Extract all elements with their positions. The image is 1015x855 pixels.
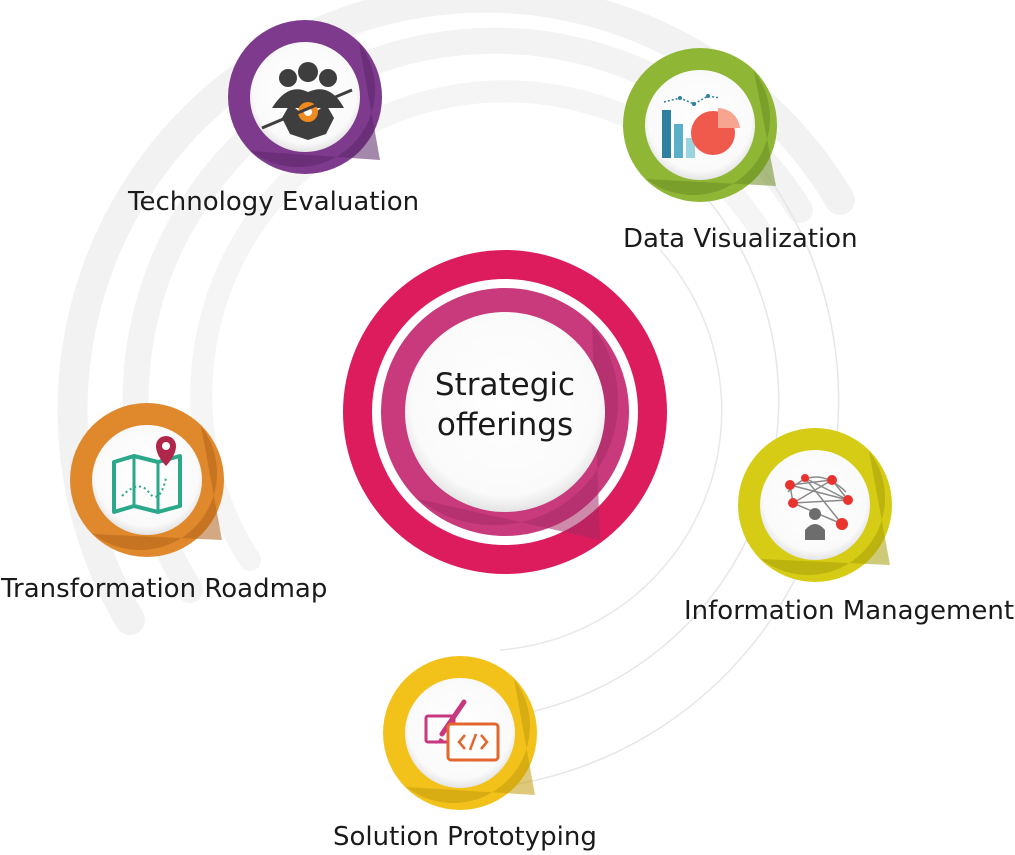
node-solution-prototyping xyxy=(383,656,537,810)
node-technology-evaluation xyxy=(228,20,382,174)
label-information-management: Information Management xyxy=(684,596,1015,626)
people-gear-icon xyxy=(261,62,353,140)
center-title: Strategic offerings xyxy=(405,365,605,445)
center-title-line2: offerings xyxy=(436,407,574,443)
node-data-visualization xyxy=(623,48,777,202)
code-pencil-icon xyxy=(424,699,500,762)
label-data-visualization: Data Visualization xyxy=(623,224,858,254)
bar-pie-chart-icon xyxy=(662,94,740,158)
node-information-management xyxy=(738,428,892,582)
map-pin-icon xyxy=(112,436,182,514)
center-hub xyxy=(343,250,667,574)
center-title-line1: Strategic xyxy=(434,367,576,403)
node-transformation-roadmap xyxy=(70,403,224,557)
center-core xyxy=(405,312,605,512)
center-inner-shadow xyxy=(418,325,619,540)
network-user-icon xyxy=(785,474,853,540)
label-transformation-roadmap: Transformation Roadmap xyxy=(1,574,328,604)
label-technology-evaluation: Technology Evaluation xyxy=(128,187,420,217)
label-solution-prototyping: Solution Prototyping xyxy=(333,822,597,852)
